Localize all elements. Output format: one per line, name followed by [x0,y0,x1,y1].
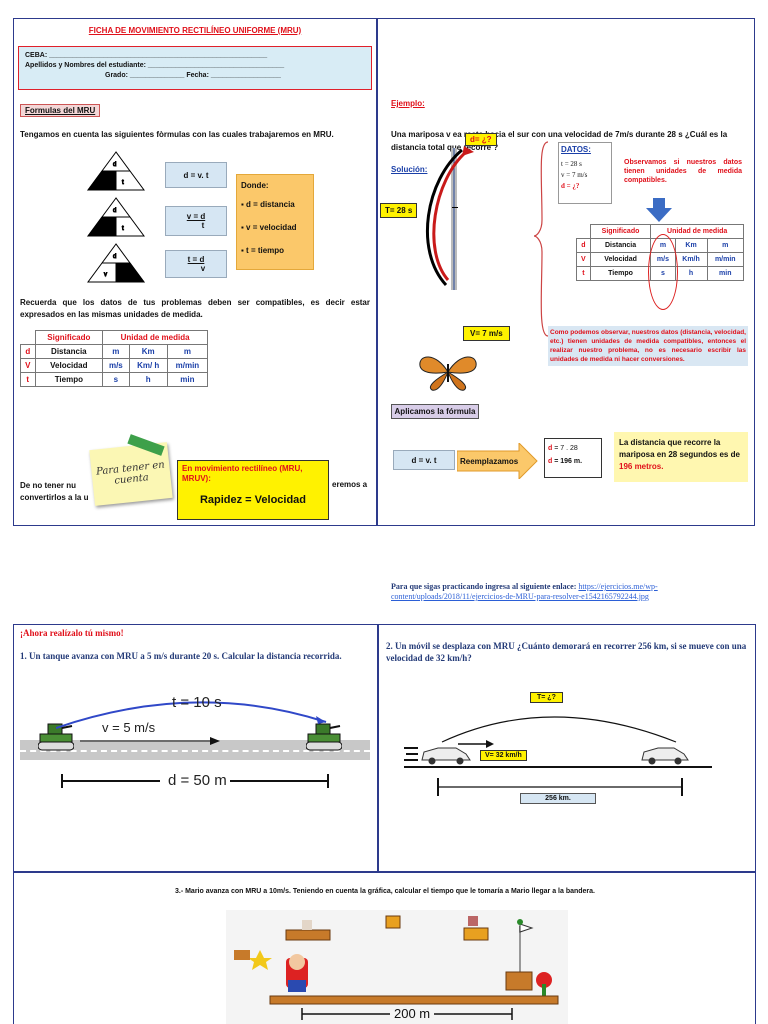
tank-left-icon [38,723,74,751]
question-1: 1. Un tanque avanza con MRU a 5 m/s dura… [20,651,342,661]
car-right-icon [641,747,689,765]
mario-scene: 200 m [226,910,568,1024]
units-table: Significado Unidad de medida d Distancia… [20,330,209,387]
student-name-field[interactable]: Apellidos y Nombres del estudiante: ____… [25,62,285,69]
mario-distance-label: 200 m [390,1006,435,1021]
car-distance-line [437,778,683,796]
tank-right-icon [306,723,342,751]
formulas-intro: Tengamos en cuenta las siguientes fòrmul… [20,130,334,139]
arrow-reemplazamos [457,443,538,479]
grade-date-field[interactable]: Grado: ______________ Fecha: ___________… [105,72,281,79]
tank-velocity-label: v = 5 m/s [102,720,156,735]
car-velocity-label: V= 32 km/h [480,750,527,761]
triangle-v: d t [87,197,145,237]
tank-scene: t = 10 s v = 5 m/s d = 50 m [20,690,370,800]
aplicamos-heading: Aplicamos la fórmula [391,404,479,419]
tank-time-label: t = 10 s [172,694,222,711]
rapidez-box: En movimiento rectilíneo (MRU, MRUV): Ra… [177,460,329,520]
student-info-box: CEBA: __________________________________… [18,46,372,90]
formula-distance: d = v. t [165,162,227,188]
conclusion-note: Como podemos observar, nuestros datos (d… [548,326,748,366]
svg-text:v: v [104,180,107,186]
question-3: 3.- Mario avanza con MRU a 10m/s. Tenien… [174,888,595,895]
note-text-left: De no tener nu convertirlos a la u [20,481,89,502]
svg-text:d: d [113,254,116,260]
car-velocity-arrow [458,740,494,748]
units-remark: Recuerda que los datos de tus problemas … [20,298,370,319]
car-arc [441,716,677,743]
car-road [404,766,712,768]
observe-note: Observamos si nuestros datos tienen unid… [624,159,742,184]
practice-divider-v [377,624,379,872]
result-box: La distancia que recorre la mariposa en … [614,432,748,482]
tank-road-line [20,750,370,752]
example-heading: Ejemplo: [391,99,425,108]
svg-text:d: d [113,162,116,168]
calc-box: d = 7 . 28 d = 196 m. [544,438,602,478]
tank-arc [56,701,327,729]
car-left-icon [404,747,471,765]
solucion-label: Solución: [391,165,428,174]
car-distance-label: 256 km. [520,793,596,804]
reemplazamos-label: Reemplazamos [460,457,519,466]
unit-highlight-oval [648,234,678,310]
triangle-t: d v [87,243,145,283]
brace [534,141,549,337]
tank-distance-label: d = 50 m [168,772,227,789]
formulas-heading: Formulas del MRU [20,104,101,117]
velocity-label: V= 7 m/s [463,326,510,341]
car-time-label: T= ¿? [530,692,563,703]
trajectory-diagram [425,146,474,290]
ceba-field[interactable]: CEBA: __________________________________… [25,52,268,59]
svg-text:v: v [104,272,107,278]
tank-distance-line [61,774,329,788]
d-question-label: d= ¿? [465,133,497,146]
mario-blocks [234,915,559,1020]
butterfly-icon [419,356,477,391]
formula-velocity: v = d t [165,206,227,236]
legend-box: Donde: ▪ d = distancia ▪ v = velocidad ▪… [236,174,314,270]
dash [452,207,458,208]
top-left-panel [13,18,377,526]
triangle-d: d v t [87,151,145,191]
note-text-right: eremos a [332,480,368,489]
formula-triangles: d v t d t d v [87,151,145,283]
tank-velocity-arrow [80,737,220,745]
practice-panel [13,624,756,1024]
svg-text:d: d [113,208,116,214]
formula-time: t = d v [165,250,227,278]
practice-link: Para que sigas practicando ingresa al si… [391,582,658,601]
worksheet-title: FICHA DE MOVIMIENTO RECTILÍNEO UNIFORME … [88,26,302,35]
question-2: 2. Un móvil se desplaza con MRU ¿Cuánto … [386,641,747,663]
down-arrow-icon [646,198,672,222]
top-right-panel [377,18,755,526]
svg-text:t: t [122,226,124,232]
practice-divider-h [13,871,756,873]
datos-box: DATOS: t = 28 s v = 7 m/s d = ¿? [558,142,612,204]
formula-applied: d = v. t [393,450,455,470]
time-label: T= 28 s [380,203,418,218]
practice-heading: ¡Ahora realízalo tú mismo! [20,628,124,638]
example-problem: Una mariposa v ea recta hacia el sur con… [391,130,728,152]
practice-url[interactable]: https://ejercicios.me/wp- content/upload… [391,582,658,601]
svg-text:t: t [122,180,124,186]
